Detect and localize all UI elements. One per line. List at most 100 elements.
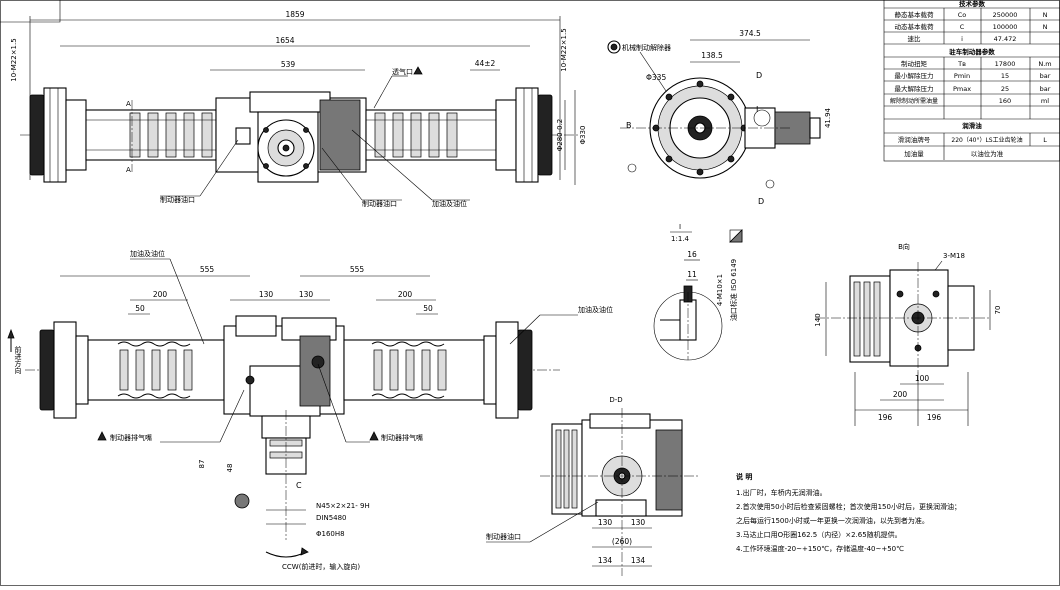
oil-volume-val: 160 xyxy=(999,97,1011,105)
dynamic-load-sym: C xyxy=(960,23,965,31)
right-hub-side xyxy=(495,321,519,419)
detail-dim-11: 11 xyxy=(687,270,697,279)
static-load-sym: Co xyxy=(958,11,967,19)
lube-grade-val: 220（40°）LS工业齿轮油 xyxy=(951,136,1022,144)
ratio-val: 47.472 xyxy=(994,35,1017,43)
note-1: 1.出厂时，车桥内无润滑油。 xyxy=(736,488,827,497)
detail-port-standard: 油口标准 ISO 6149 xyxy=(729,259,738,321)
section-marker-d-bottom: D xyxy=(758,197,764,206)
max-release-val: 25 xyxy=(1001,85,1009,93)
bolt-spec-right: 10-M22×1.5 xyxy=(560,28,568,71)
dim-200-left: 200 xyxy=(153,290,168,299)
ratio-label: 速比 xyxy=(908,34,922,43)
brake-vent-label-left: 制动器排气嘴 xyxy=(110,433,152,442)
forward-direction: 前进方向 xyxy=(7,328,22,374)
arrow-up-icon xyxy=(7,328,15,339)
b-dim-200: 200 xyxy=(893,390,908,399)
min-release-label: 最小解除压力 xyxy=(895,71,934,80)
max-release-sym: Pmax xyxy=(953,85,971,93)
detail-i-scale: 1:1.4 xyxy=(671,235,689,243)
bolt-spec-left: 10-M22×1.5 xyxy=(10,38,18,81)
lube-grade-unit: L xyxy=(1043,136,1047,144)
roughness-icon xyxy=(234,493,250,509)
tech-table-title: 技术参数 xyxy=(959,0,986,8)
top-view: 1859 1654 539 44±2 10-M22×1.5 10-M22×1.5… xyxy=(10,10,587,208)
front-view: 374.5 138.5 Φ335 41.94 机械制动解除器 B D D I xyxy=(607,29,832,206)
dd-dim-260: (260) xyxy=(612,537,632,546)
detail-hole-spec: 4-M10×1 xyxy=(716,274,724,306)
min-release-sym: Pmin xyxy=(954,72,970,80)
note-3: 3.马达止口用O形圈162.5（内径）×2.65随机提供。 xyxy=(736,530,902,539)
dim-dia-330: Φ330 xyxy=(579,126,587,145)
dim-138: 138.5 xyxy=(701,51,723,60)
lube-grade-label: 滑润油牌号 xyxy=(898,135,931,144)
rotation-note: CCW(前进时，输入旋向) xyxy=(282,562,360,571)
section-marker-d-top: D xyxy=(756,71,762,80)
dim-130-b: 130 xyxy=(299,290,314,299)
dd-dim-130-a: 130 xyxy=(598,518,613,527)
b-dim-100: 100 xyxy=(915,374,930,383)
dd-dim-134-a: 134 xyxy=(598,556,613,565)
section-marker-a-bottom: A xyxy=(126,166,131,174)
b-view-title: B向 xyxy=(898,242,910,251)
right-side-ribs xyxy=(371,341,447,399)
left-tube-ribs xyxy=(129,112,213,158)
max-release-unit: bar xyxy=(1040,85,1051,93)
static-load-unit: N xyxy=(1043,11,1048,19)
warning-triangle-icon-left xyxy=(97,431,107,441)
dynamic-load-val: 100000 xyxy=(993,23,1018,31)
dim-200-right: 200 xyxy=(398,290,413,299)
note-2: 2.首次使用50小时后检查紧固螺栓；首次使用150小时后，更换润滑油； xyxy=(736,502,961,511)
dim-374: 374.5 xyxy=(739,29,761,38)
min-release-unit: bar xyxy=(1040,72,1051,80)
brake-port-label-left: 制动器油口 xyxy=(160,195,195,204)
right-tube-ribs xyxy=(374,112,458,158)
brake-vent-label-right: 制动器排气嘴 xyxy=(381,433,423,442)
dim-87: 87 xyxy=(198,460,206,469)
static-load-val: 250000 xyxy=(993,11,1018,19)
brake-port-label-right: 制动器油口 xyxy=(362,199,397,208)
fill-amount-label: 加油量 xyxy=(904,149,924,158)
bottom-view: 555 555 200 200 50 50 130 130 178 87 48 xyxy=(7,249,613,571)
notes: 说 明 1.出厂时，车桥内无润滑油。 2.首次使用50小时后检查紧固螺栓；首次使… xyxy=(736,472,961,553)
detail-dim-16: 16 xyxy=(687,250,697,259)
ratio-sym: i xyxy=(961,35,963,43)
right-wheel-flange xyxy=(537,94,553,176)
dim-left-539: 539 xyxy=(281,60,296,69)
lube-title: 润滑油 xyxy=(962,121,982,130)
brake-torque-unit: N.m xyxy=(1038,60,1051,68)
dim-130-a: 130 xyxy=(259,290,274,299)
min-release-val: 15 xyxy=(1001,72,1009,80)
dim-overall: 1859 xyxy=(285,10,304,19)
fill-level-label-top: 加油及油位 xyxy=(432,199,467,208)
corner-frame xyxy=(0,0,61,23)
left-wheel-flange xyxy=(29,94,45,176)
note-4: 4.工作环境温度-20~+150℃，存储温度-40~+50℃ xyxy=(736,544,904,553)
dim-41: 41.94 xyxy=(824,107,832,128)
dd-brake-port-label: 制动器油口 xyxy=(486,532,521,541)
dim-555-left: 555 xyxy=(200,265,215,274)
b-view-fins xyxy=(853,281,881,357)
dd-dim-130-b: 130 xyxy=(631,518,646,527)
b-view: B向 3-M18 140 70 100 200 196 196 xyxy=(814,242,1002,426)
fill-level-label-right: 加油及油位 xyxy=(578,305,613,314)
fill-amount-val: 以油位为准 xyxy=(971,149,1004,158)
b-view-bolt-spec: 3-M18 xyxy=(943,252,965,260)
dim-50-left: 50 xyxy=(135,304,145,313)
notes-title: 说 明 xyxy=(736,472,752,481)
dynamic-load-label: 动态基本载荷 xyxy=(895,22,935,31)
input-flange-bolts xyxy=(263,127,309,169)
rotation-arrow-icon xyxy=(265,551,307,558)
brake-torque-sym: Tв xyxy=(957,60,966,68)
mech-release-label: 机械制动解除器 xyxy=(622,43,671,52)
max-release-label: 最大解除压力 xyxy=(895,84,934,93)
section-marker-a-top: A xyxy=(126,100,131,108)
view-marker-b: B xyxy=(626,121,632,130)
dim-flange: 1654 xyxy=(275,36,294,45)
note-2b: 之后每运行1500小时或一年更换一次润滑油，以先到者为准。 xyxy=(736,516,929,525)
forward-direction-label: 前进方向 xyxy=(14,345,22,374)
b-dim-70: 70 xyxy=(994,306,1002,315)
detail-i: I 1:1.4 16 11 4-M10×1 油口标准 ISO 6149 xyxy=(653,223,743,361)
